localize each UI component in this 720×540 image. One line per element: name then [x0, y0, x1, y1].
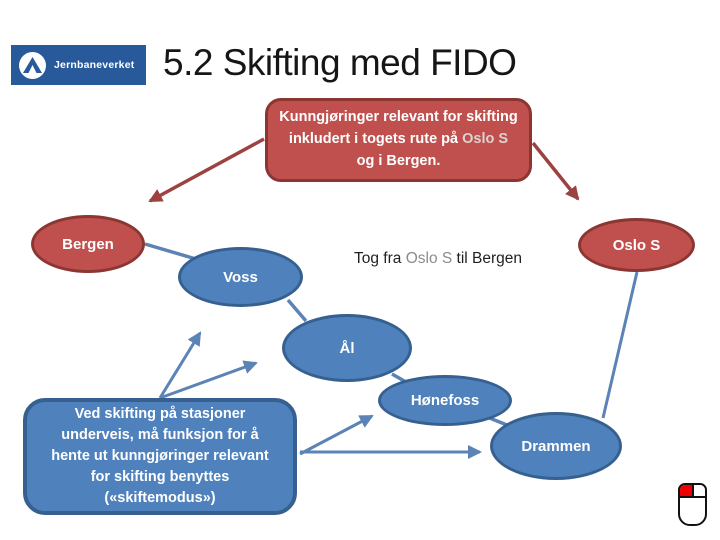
arrow-callout-to-oslo-s — [531, 141, 580, 201]
node-label: Bergen — [62, 235, 114, 253]
mountain-arrow-icon — [23, 56, 42, 73]
node-aal: Ål — [282, 314, 412, 382]
node-drammen: Drammen — [490, 412, 622, 480]
node-bergen: Bergen — [31, 215, 145, 273]
mouse-buttons — [680, 485, 705, 498]
mouse-left-button-icon — [680, 485, 694, 496]
route-label-oslo-s: Oslo S — [405, 250, 453, 267]
callout-skiftemodus-text: Ved skifting på stasjoner underveis, må … — [51, 405, 269, 507]
callout-text-oslo-s: Oslo S — [462, 131, 509, 148]
jernbaneverket-logo: Jernbaneverket — [11, 45, 146, 85]
arrow-callout-to-honefoss — [299, 414, 374, 456]
callout-text-part: Kunngjøringer relevant for skifting inkl… — [279, 109, 518, 148]
mouse-icon — [678, 483, 707, 526]
route-label-part: til Bergen — [452, 250, 523, 267]
callout-kunngjoringer-text: Kunngjøringer relevant for skifting inkl… — [279, 107, 517, 172]
line-voss-aal — [286, 298, 308, 323]
callout-text-part: og i Bergen. — [356, 152, 441, 169]
node-honefoss: Hønefoss — [378, 375, 512, 426]
node-voss: Voss — [178, 247, 303, 307]
arrow-callout-to-aal — [159, 360, 258, 400]
arrow-callout-to-bergen — [148, 137, 265, 203]
line-oslo-s-drammen — [601, 271, 639, 419]
callout-kunngjoringer: Kunngjøringer relevant for skifting inkl… — [265, 98, 532, 182]
page-title: 5.2 Skifting med FIDO — [163, 42, 517, 83]
node-label: Ål — [339, 339, 355, 357]
route-label: Tog fra Oslo S til Bergen — [354, 250, 522, 268]
mouse-right-button-icon — [693, 485, 705, 496]
logo-text: Jernbaneverket — [54, 59, 135, 71]
route-label-part: Tog fra — [354, 250, 406, 267]
node-label: Hønefoss — [410, 392, 480, 409]
jernbaneverket-logo-icon — [19, 51, 46, 79]
line-bergen-voss — [144, 242, 197, 261]
node-label: Voss — [223, 268, 258, 286]
callout-skiftemodus: Ved skifting på stasjoner underveis, må … — [23, 398, 297, 515]
node-oslo-s: Oslo S — [578, 218, 695, 272]
node-label: Drammen — [521, 437, 591, 455]
arrow-callout-to-voss — [158, 331, 202, 399]
node-label: Oslo S — [612, 236, 661, 254]
